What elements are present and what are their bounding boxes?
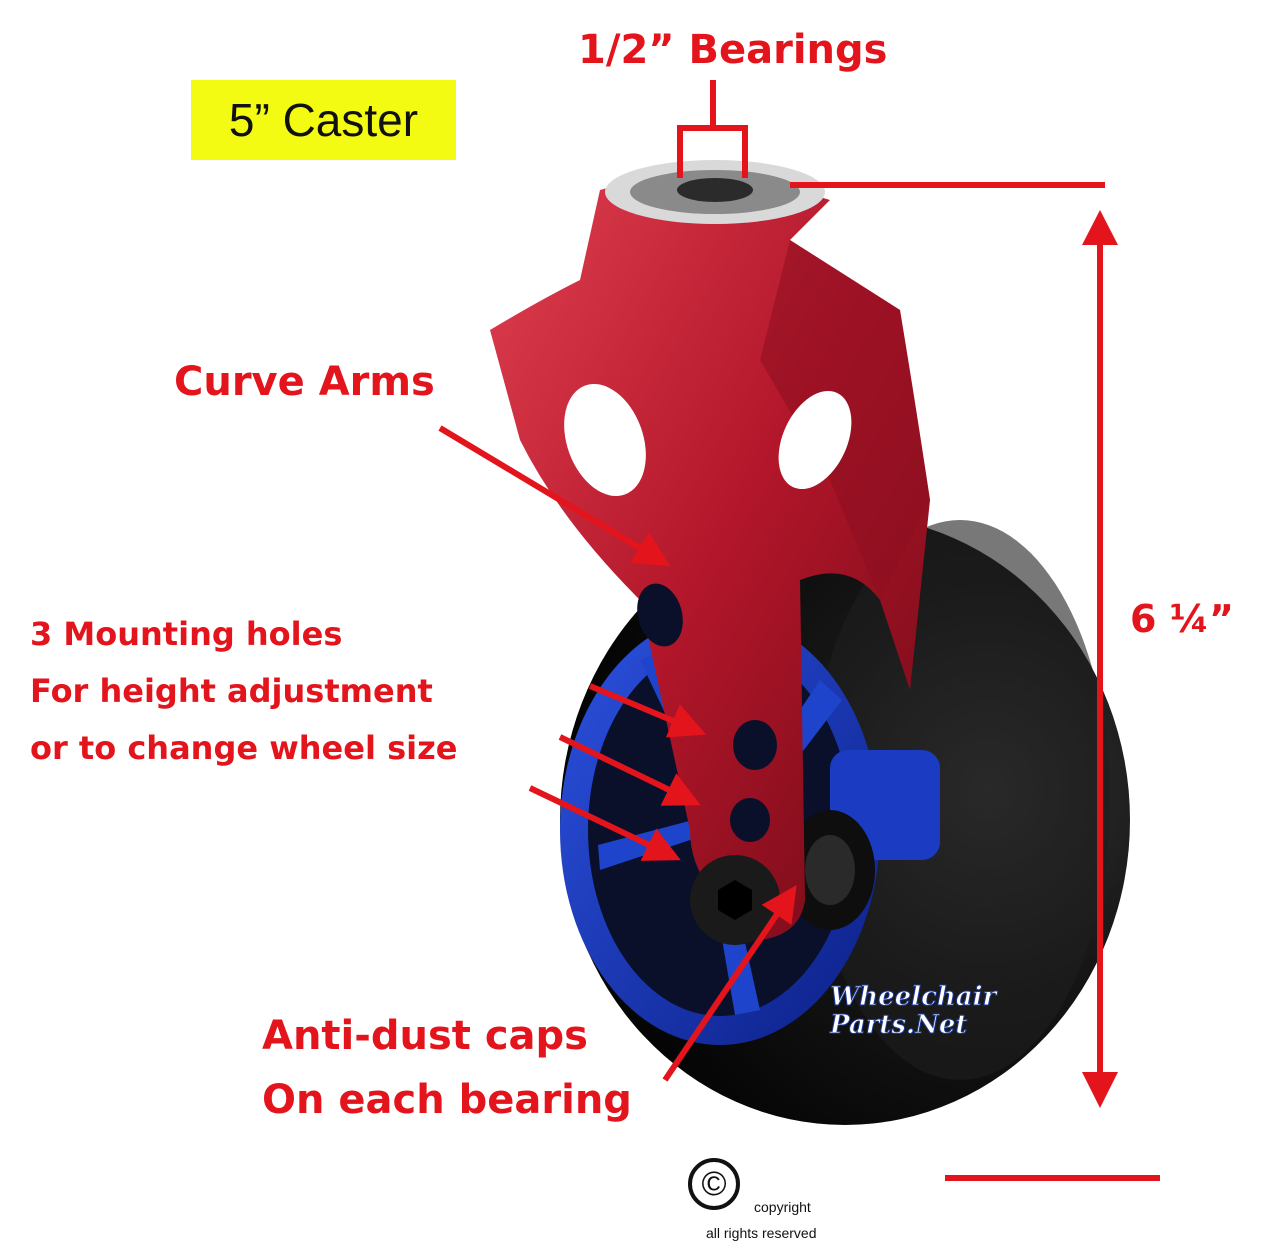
curve-arms-label: Curve Arms (174, 359, 435, 405)
mounting-holes-label-line1: 3 Mounting holes (30, 615, 343, 653)
logo-text-line2: Parts.Net (829, 1010, 968, 1041)
copyright-icon: © (688, 1158, 740, 1210)
mounting-arrow-3 (528, 785, 681, 861)
bearings-label: 1/2” Bearings (578, 27, 888, 73)
dust-caps-label-line1: Anti-dust caps (262, 1013, 588, 1059)
mounting-holes-label-line3: or to change wheel size (30, 729, 458, 767)
copyright-label: copyright (754, 1199, 811, 1215)
mounting-arrow-2 (558, 734, 701, 806)
curve-arms-arrow (438, 425, 671, 567)
fork (490, 160, 930, 945)
bearings-bracket (677, 80, 748, 178)
height-arrowheads (1082, 210, 1118, 1108)
mounting-arrow-1 (588, 683, 707, 738)
logo-text-line1: Wheelchair (829, 982, 997, 1013)
annotation-marks (438, 80, 1160, 1181)
mounting-holes-label-line2: For height adjustment (30, 672, 433, 710)
rights-label: all rights reserved (706, 1225, 817, 1241)
title-badge: 5” Caster (191, 80, 456, 160)
dust-caps-label-line2: On each bearing (262, 1077, 632, 1123)
dustcaps-arrow (662, 885, 797, 1082)
wheelchair-parts-logo: Wheelchair Parts.Net (800, 978, 1000, 1058)
height-dimension-label: 6 ¼” (1130, 597, 1234, 641)
